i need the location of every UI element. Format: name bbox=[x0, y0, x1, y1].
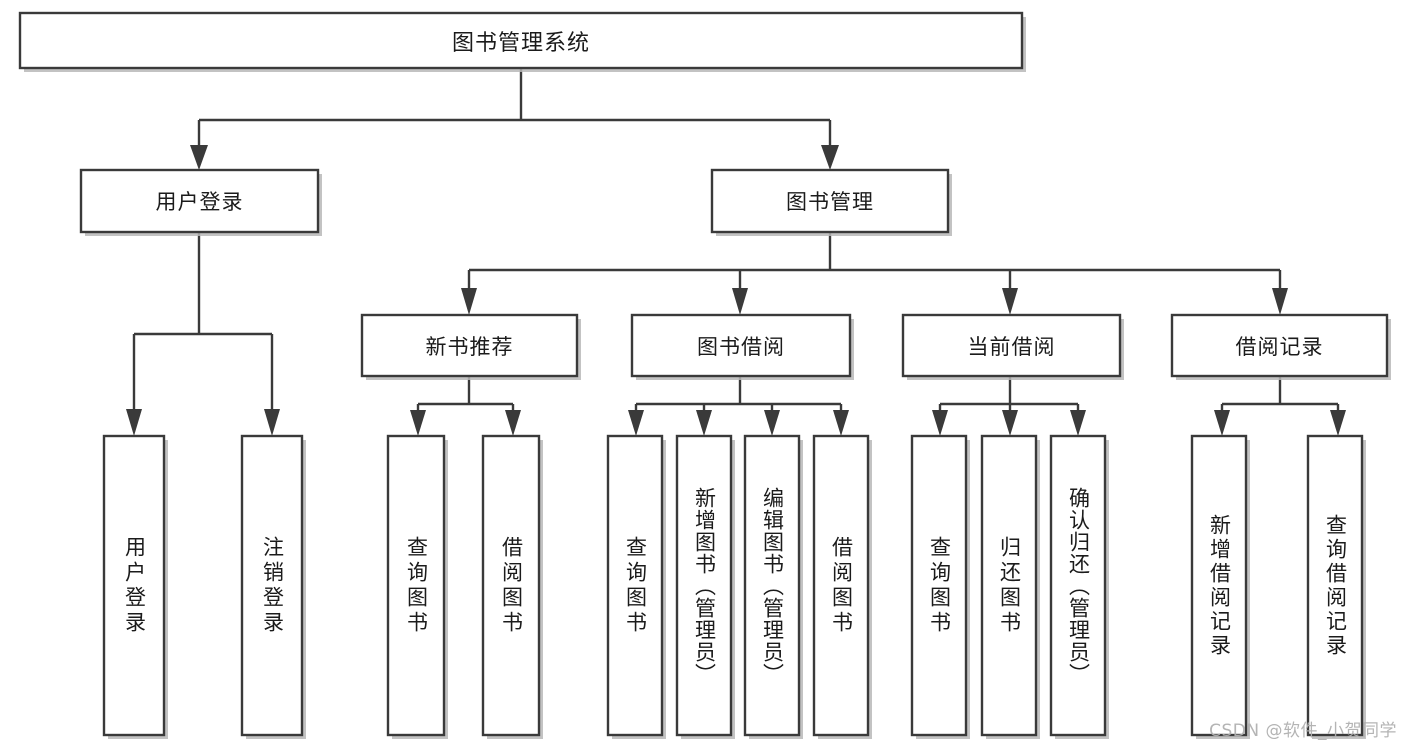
arrow-root-to-user-login bbox=[190, 145, 208, 170]
node-box-book-borrow[interactable] bbox=[630, 313, 852, 378]
node-box-leaf-borrow-4[interactable] bbox=[812, 434, 870, 737]
arrow-bookmanage-to-borrow bbox=[732, 288, 748, 315]
arrow-current-leaf-1 bbox=[932, 410, 948, 436]
arrow-current-leaf-3 bbox=[1070, 410, 1086, 436]
arrow-current-leaf-2 bbox=[1002, 410, 1018, 436]
node-box-leaf-borrow-1[interactable] bbox=[606, 434, 664, 737]
nodes-group bbox=[18, 11, 1391, 739]
arrow-root-to-book-manage bbox=[821, 145, 839, 170]
node-box-leaf-current-1[interactable] bbox=[910, 434, 968, 737]
arrow-userlogin-leaf-1 bbox=[126, 409, 142, 436]
arrow-bookmanage-to-current bbox=[1002, 288, 1018, 315]
arrow-record-leaf-1 bbox=[1214, 410, 1230, 436]
arrow-borrow-leaf-2 bbox=[696, 410, 712, 436]
node-box-leaf-record-2[interactable] bbox=[1306, 434, 1364, 737]
node-box-current-borrow[interactable] bbox=[901, 313, 1122, 378]
arrow-bookmanage-to-new-book bbox=[461, 288, 477, 315]
node-box-leaf-new-book-2[interactable] bbox=[481, 434, 541, 737]
node-box-leaf-borrow-2[interactable] bbox=[675, 434, 733, 737]
node-box-borrow-record[interactable] bbox=[1170, 313, 1389, 378]
edges-group bbox=[126, 68, 1346, 436]
node-box-new-book[interactable] bbox=[360, 313, 579, 378]
csdn-watermark: CSDN @软件_小贺同学 bbox=[1209, 721, 1397, 741]
node-box-leaf-new-book-1[interactable] bbox=[386, 434, 446, 737]
arrow-record-leaf-2 bbox=[1330, 410, 1346, 436]
node-box-leaf-current-3[interactable] bbox=[1049, 434, 1107, 737]
node-box-leaf-record-1[interactable] bbox=[1190, 434, 1248, 737]
node-box-leaf-user-login-2[interactable] bbox=[240, 434, 304, 737]
arrow-newbook-leaf-1 bbox=[410, 410, 426, 436]
node-box-user-login[interactable] bbox=[79, 168, 320, 234]
arrow-userlogin-leaf-2 bbox=[264, 409, 280, 436]
node-box-root[interactable] bbox=[18, 11, 1024, 70]
node-box-leaf-borrow-3[interactable] bbox=[743, 434, 801, 737]
arrow-newbook-leaf-2 bbox=[505, 410, 521, 436]
arrow-borrow-leaf-4 bbox=[833, 410, 849, 436]
arrow-borrow-leaf-1 bbox=[628, 410, 644, 436]
arrow-bookmanage-to-record bbox=[1272, 288, 1288, 315]
node-box-leaf-current-2[interactable] bbox=[980, 434, 1038, 737]
arrow-borrow-leaf-3 bbox=[764, 410, 780, 436]
node-box-book-manage[interactable] bbox=[710, 168, 950, 234]
node-box-leaf-user-login-1[interactable] bbox=[102, 434, 166, 737]
